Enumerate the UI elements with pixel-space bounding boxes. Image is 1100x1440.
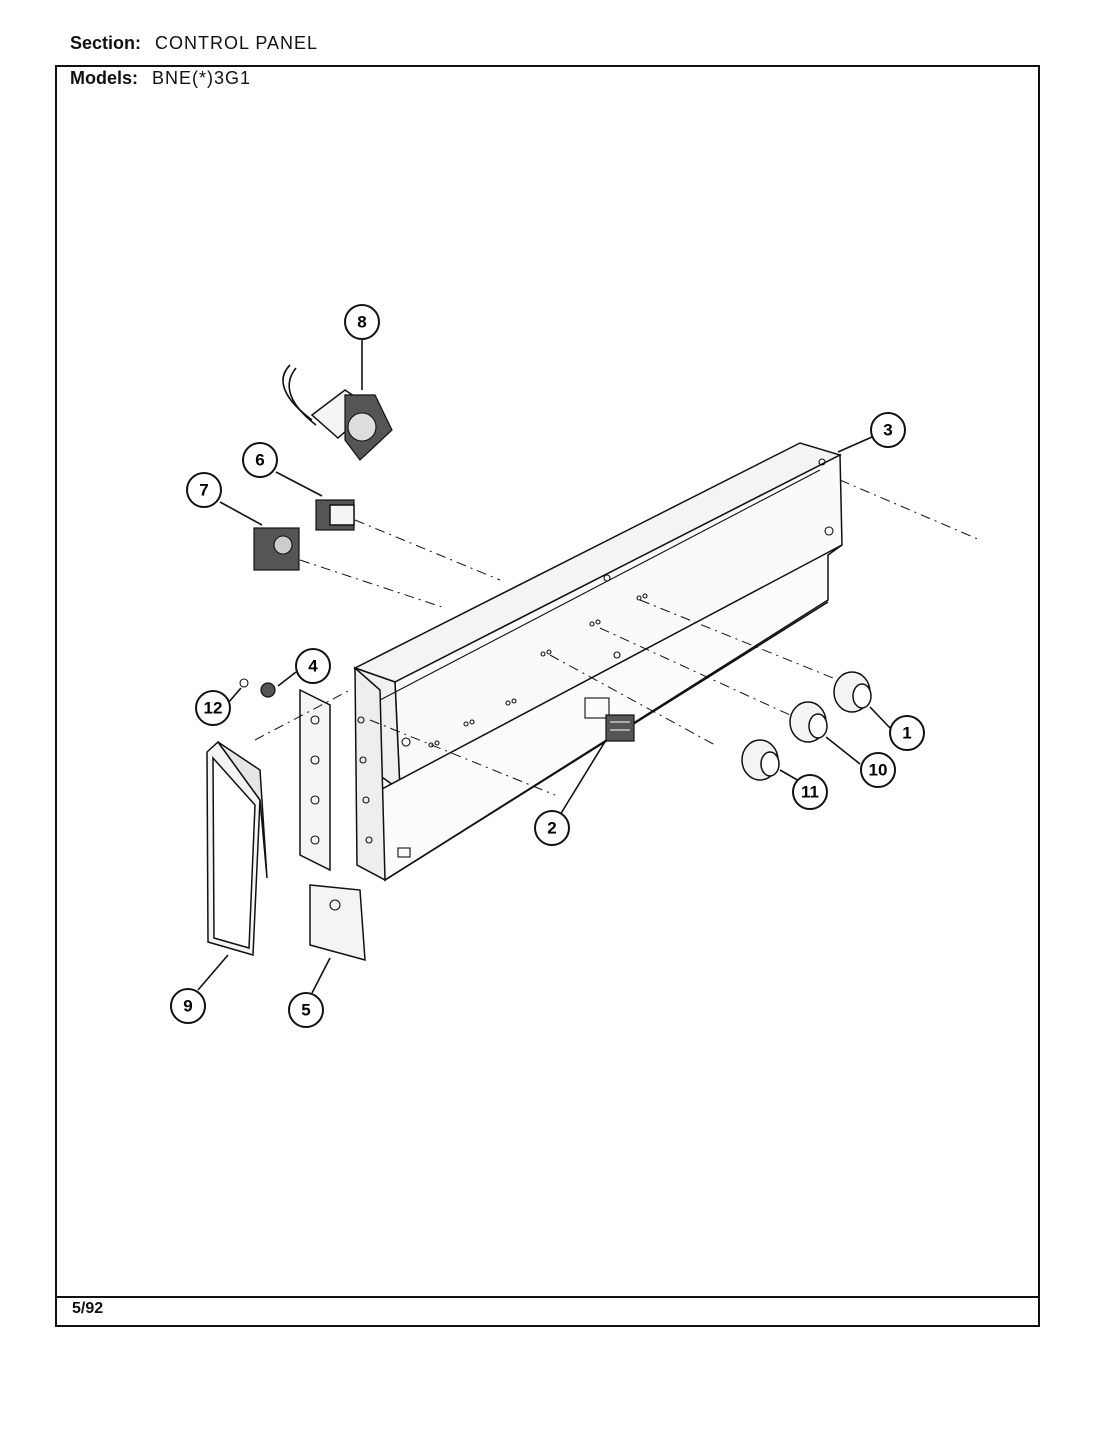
svg-text:3: 3 bbox=[883, 421, 892, 440]
part-10-knob bbox=[789, 701, 828, 743]
svg-text:2: 2 bbox=[547, 819, 556, 838]
callout-3: 3 bbox=[870, 412, 906, 448]
part-9-end-trim bbox=[206, 740, 268, 956]
svg-text:5: 5 bbox=[301, 1001, 310, 1020]
svg-text:10: 10 bbox=[869, 761, 888, 780]
callout-11: 11 bbox=[792, 774, 828, 810]
models-label: Models: bbox=[70, 68, 139, 88]
svg-text:12: 12 bbox=[204, 699, 223, 718]
svg-text:7: 7 bbox=[199, 481, 208, 500]
footer-divider bbox=[55, 1296, 1040, 1298]
callout-9: 9 bbox=[170, 988, 206, 1024]
svg-text:9: 9 bbox=[183, 997, 192, 1016]
section-label: Section: bbox=[70, 33, 142, 53]
alignment-lines bbox=[254, 479, 981, 796]
diagram-frame bbox=[55, 65, 1040, 1327]
part-5-bracket bbox=[299, 688, 366, 962]
part-1-knob bbox=[833, 671, 872, 713]
callout-10: 10 bbox=[860, 752, 896, 788]
svg-text:8: 8 bbox=[357, 313, 366, 332]
part-8-clock-motor bbox=[282, 364, 393, 461]
callout-6: 6 bbox=[242, 442, 278, 478]
callout-5: 5 bbox=[288, 992, 324, 1028]
svg-text:11: 11 bbox=[801, 783, 819, 802]
callout-4: 4 bbox=[295, 648, 331, 684]
part-7-switch bbox=[253, 527, 300, 571]
callout-2: 2 bbox=[534, 810, 570, 846]
part-11-knob bbox=[741, 739, 780, 781]
revision-date: 5/92 bbox=[72, 1300, 104, 1317]
callout-1: 1 bbox=[889, 715, 925, 751]
svg-text:1: 1 bbox=[902, 724, 911, 743]
part-12-screw bbox=[239, 678, 249, 688]
section-value: CONTROL PANEL bbox=[155, 33, 319, 53]
section-header: Section: CONTROL PANEL bbox=[70, 33, 318, 54]
svg-text:6: 6 bbox=[255, 451, 264, 470]
callout-8: 8 bbox=[344, 304, 380, 340]
control-panel-housing bbox=[353, 442, 843, 882]
models-value: BNE(*)3G1 bbox=[152, 68, 252, 88]
part-4-spring bbox=[260, 682, 276, 698]
callout-7: 7 bbox=[186, 472, 222, 508]
part-6-switch bbox=[315, 499, 355, 531]
models-header: Models: BNE(*)3G1 bbox=[70, 68, 251, 89]
leader-lines bbox=[197, 340, 891, 994]
callout-12: 12 bbox=[195, 690, 231, 726]
svg-text:4: 4 bbox=[308, 657, 318, 676]
part-2-switch bbox=[605, 714, 635, 742]
